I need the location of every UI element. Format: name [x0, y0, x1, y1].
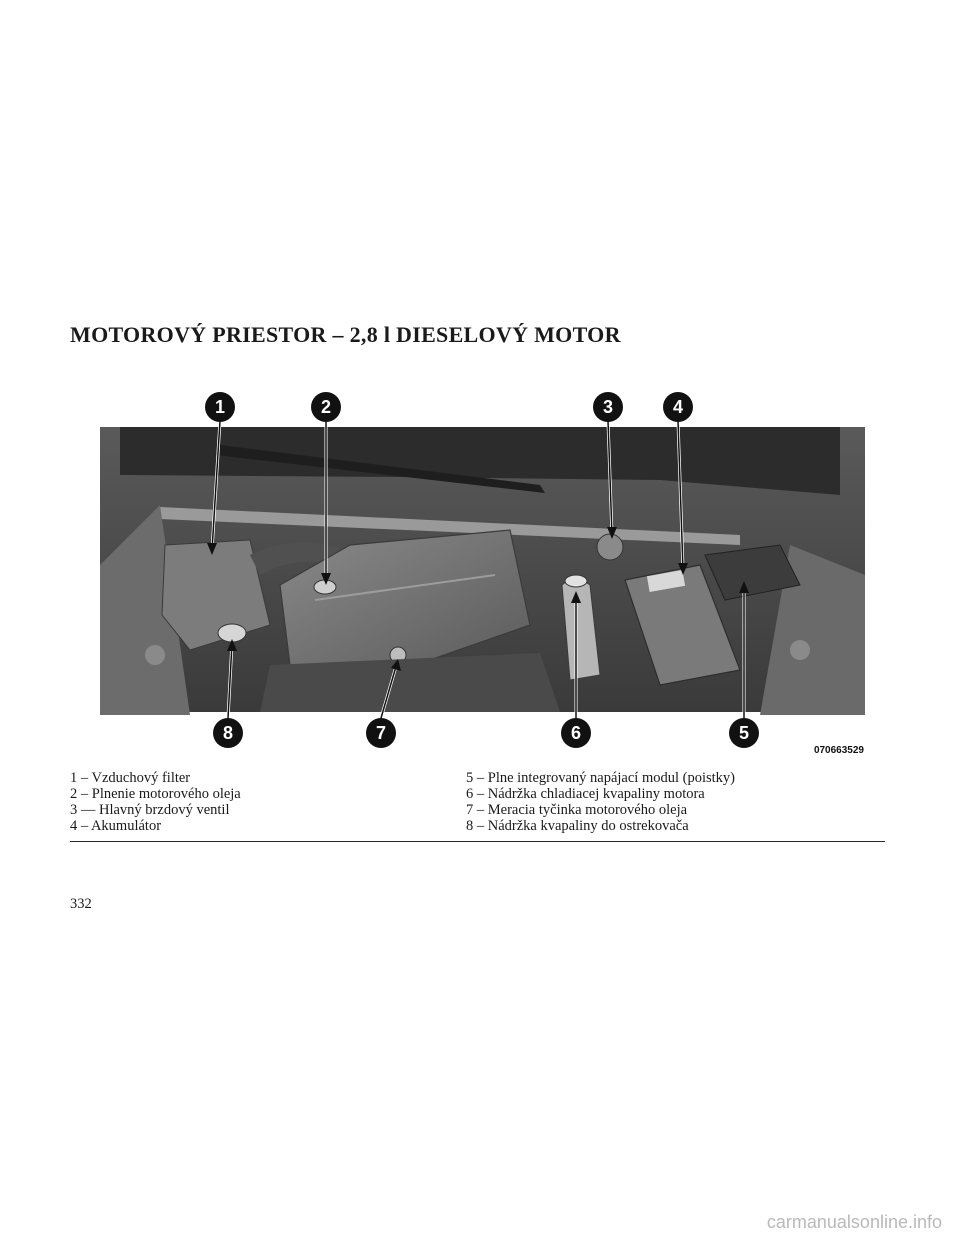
- engine-compartment-illustration: 1 2 3 4 5 6 7 8 07066352: [100, 385, 870, 760]
- intake-hose: [250, 542, 340, 575]
- section-heading: MOTOROVÝ PRIESTOR – 2,8 l DIESELOVÝ MOTO…: [70, 322, 621, 347]
- callout-4: 4: [663, 392, 693, 422]
- legend-item-1: 1 – Vzduchový filter: [70, 770, 191, 786]
- arrowhead-6: [571, 591, 581, 603]
- callout-4-circle: [663, 392, 693, 422]
- battery-label: [646, 569, 686, 593]
- watermark: carmanualsonline.info: [766, 1212, 942, 1232]
- callout-2-circle: [311, 392, 341, 422]
- callout-5: 5: [729, 718, 759, 748]
- legend-column-left: 1 – Vzduchový filter 2 – Plnenie motorov…: [70, 770, 241, 834]
- fuse-box: [704, 544, 801, 601]
- leader-line-7-dark: [380, 662, 398, 719]
- callout-7-label: 7: [376, 723, 386, 743]
- leader-line-8-dark: [227, 642, 233, 719]
- headlamp-right: [790, 640, 810, 660]
- callout-6-circle: [561, 718, 591, 748]
- callout-5-label: 5: [739, 723, 749, 743]
- arrowhead-4: [678, 563, 688, 575]
- coolant-cap: [564, 574, 588, 588]
- callout-8-label: 8: [223, 723, 233, 743]
- callout-6: 6: [561, 718, 591, 748]
- callout-4-label: 4: [673, 397, 683, 417]
- windshield-cowl: [120, 427, 840, 495]
- leader-lines-dark: [211, 420, 745, 719]
- arrowhead-8: [227, 639, 237, 651]
- lower-engine: [260, 653, 560, 712]
- legend-item-7: 7 – Meracia tyčinka motorového oleja: [466, 802, 688, 818]
- callout-2-label: 2: [321, 397, 331, 417]
- callout-6-label: 6: [571, 723, 581, 743]
- strut-bar: [160, 507, 740, 545]
- legend-item-3: 3 — Hlavný brzdový ventil: [70, 802, 230, 818]
- battery: [624, 564, 741, 686]
- callout-1-label: 1: [215, 397, 225, 417]
- headlamp-left: [145, 645, 165, 665]
- legend-item-8: 8 – Nádržka kvapaliny do ostrekovača: [466, 818, 689, 834]
- arrowhead-3: [607, 527, 617, 539]
- callout-1-circle: [205, 392, 235, 422]
- callout-8: 8: [213, 718, 243, 748]
- legend-column-right: 5 – Plne integrovaný napájací modul (poi…: [466, 770, 735, 834]
- callout-1: 1: [205, 392, 235, 422]
- brake-reservoir: [596, 533, 624, 561]
- page-number: 332: [70, 896, 92, 912]
- arrowhead-5: [739, 581, 749, 593]
- callout-8-circle: [213, 718, 243, 748]
- legend-item-4: 4 – Akumulátor: [70, 818, 162, 834]
- legend-item-6: 6 – Nádržka chladiacej kvapaliny motora: [466, 786, 705, 802]
- arrowhead-1: [207, 543, 217, 555]
- callout-3-label: 3: [603, 397, 613, 417]
- wiper-arm: [215, 445, 545, 493]
- arrowhead-2: [321, 573, 331, 585]
- leader-line-1-dark: [211, 420, 221, 551]
- leader-line-4-dark: [677, 420, 684, 571]
- callout-7-circle: [366, 718, 396, 748]
- arrowhead-7: [391, 659, 401, 671]
- leader-arrowheads: [207, 527, 749, 671]
- legend-item-2: 2 – Plnenie motorového oleja: [70, 786, 241, 802]
- callout-3: 3: [593, 392, 623, 422]
- callout-3-circle: [593, 392, 623, 422]
- engine-cover-ridge: [314, 574, 496, 601]
- callout-7: 7: [366, 718, 396, 748]
- engine-compartment-drawing: 1 2 3 4 5 6 7 8 07066352: [100, 392, 865, 756]
- legend-divider: [70, 841, 885, 842]
- leader-line-3-dark: [607, 420, 613, 536]
- figure-id: 070663529: [814, 745, 864, 756]
- callout-5-circle: [729, 718, 759, 748]
- legend-item-5: 5 – Plne integrovaný napájací modul (poi…: [466, 770, 736, 786]
- callout-2: 2: [311, 392, 341, 422]
